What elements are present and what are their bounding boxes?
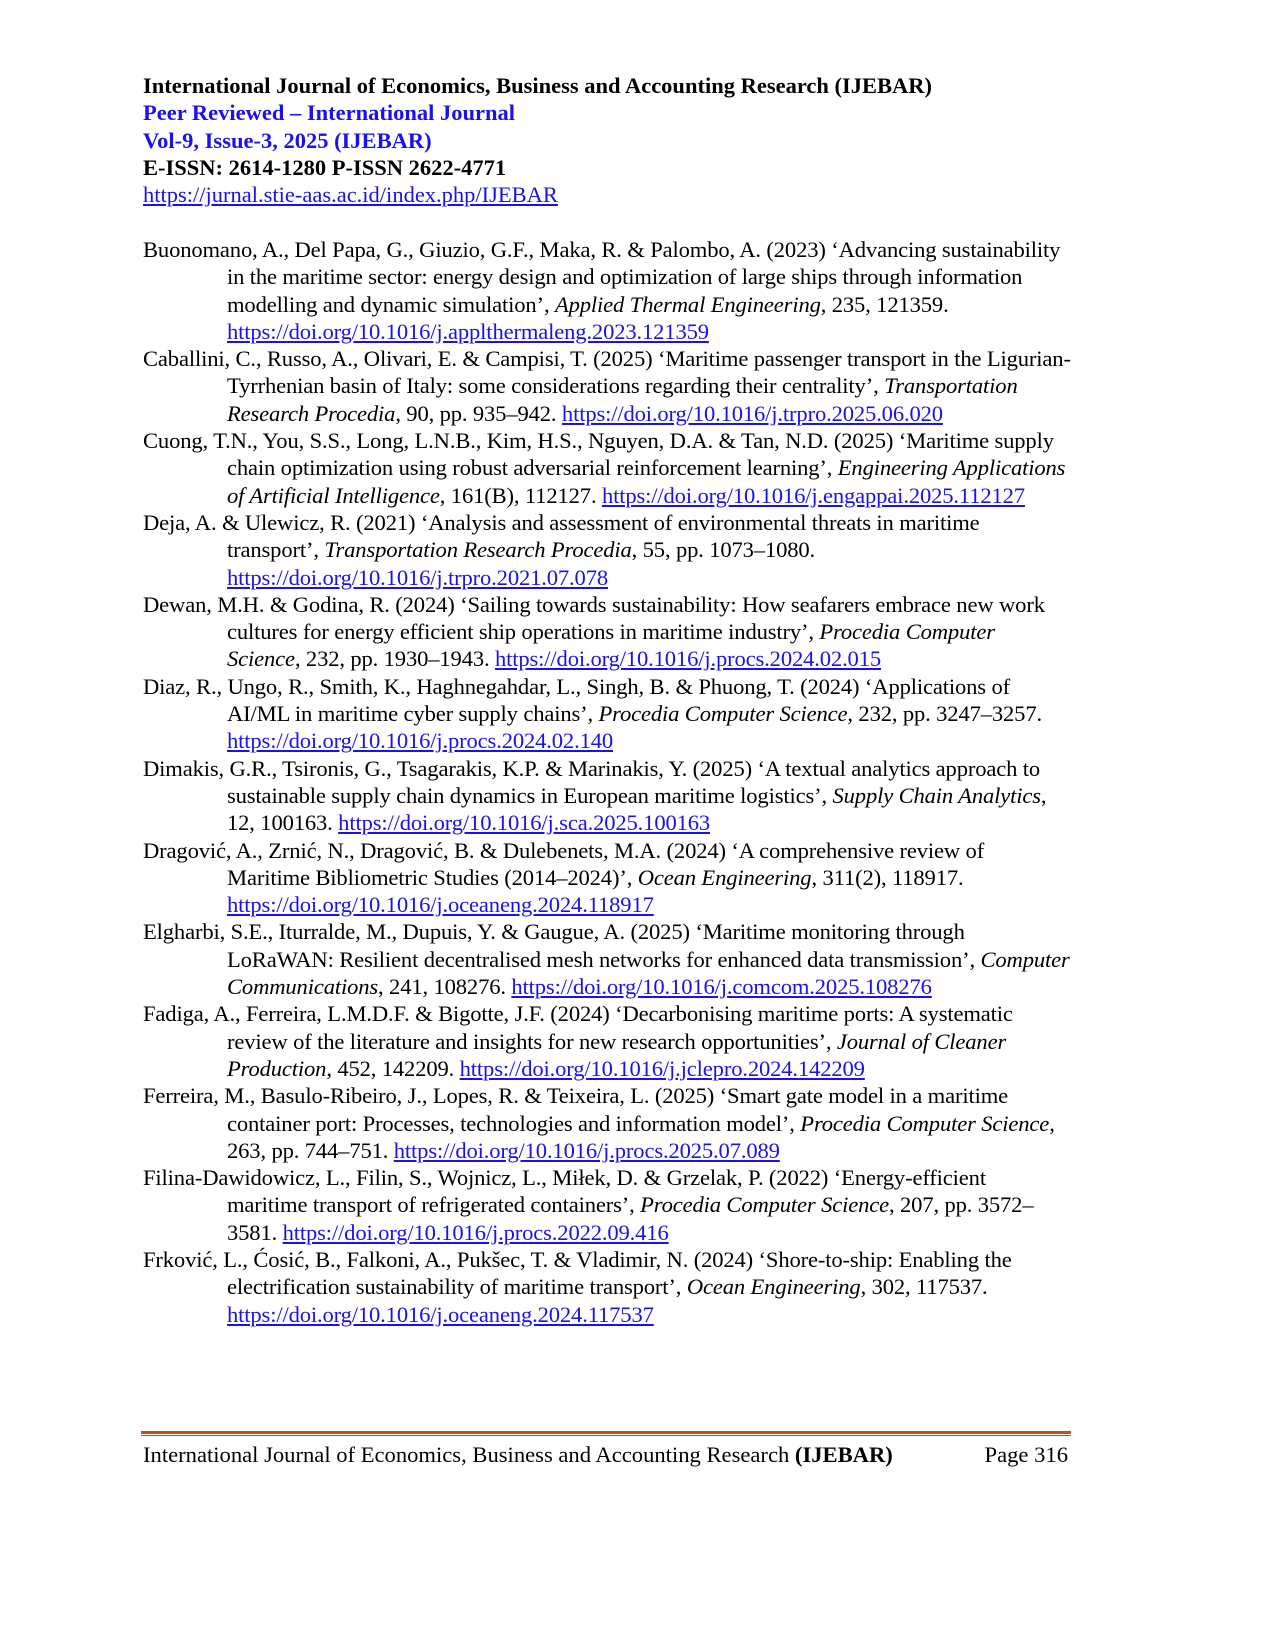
reference-doi-link[interactable]: https://doi.org/10.1016/j.trpro.2021.07.…: [227, 564, 608, 590]
reference-doi-link[interactable]: https://doi.org/10.1016/j.jclepro.2024.1…: [459, 1055, 865, 1081]
reference-item: Elgharbi, S.E., Iturralde, M., Dupuis, Y…: [143, 918, 1071, 1000]
reference-details: , 302, 117537.: [860, 1274, 988, 1300]
reference-journal: Procedia Computer Science: [227, 619, 995, 672]
reference-item: Dimakis, G.R., Tsironis, G., Tsagarakis,…: [143, 755, 1071, 837]
reference-text: Dewan, M.H. & Godina, R. (2024) ‘Sailing…: [143, 591, 1045, 645]
reference-details: , 311(2), 118917.: [811, 864, 964, 890]
reference-doi-link[interactable]: https://doi.org/10.1016/j.sca.2025.10016…: [338, 810, 711, 836]
reference-journal: Procedia Computer Science: [598, 701, 848, 727]
reference-doi-link[interactable]: https://doi.org/10.1016/j.comcom.2025.10…: [511, 974, 932, 1000]
reference-journal: Ocean Engineering: [686, 1274, 861, 1300]
reference-doi-link[interactable]: https://doi.org/10.1016/j.procs.2022.09.…: [282, 1219, 669, 1245]
reference-details: , 55, pp. 1073–1080.: [631, 537, 816, 563]
reference-text: Dragović, A., Zrnić, N., Dragović, B. & …: [143, 837, 985, 890]
footer-journal: International Journal of Economics, Busi…: [143, 1441, 893, 1469]
reference-text: Frković, L., Ćosić, B., Falkoni, A., Puk…: [143, 1246, 1012, 1300]
footer-journal-name: International Journal of Economics, Busi…: [143, 1442, 795, 1467]
journal-url-link[interactable]: https://jurnal.stie-aas.ac.id/index.php/…: [143, 182, 558, 208]
reference-item: Fadiga, A., Ferreira, L.M.D.F. & Bigotte…: [143, 1000, 1071, 1082]
reference-text: Diaz, R., Ungo, R., Smith, K., Haghnegah…: [143, 673, 1010, 727]
reference-details: , 452, 142209.: [326, 1055, 460, 1081]
footer-journal-abbr: (IJEBAR): [794, 1442, 893, 1467]
reference-journal: Transportation Research Procedia: [324, 537, 632, 563]
reference-item: Frković, L., Ćosić, B., Falkoni, A., Puk…: [143, 1246, 1071, 1328]
reference-journal: Procedia Computer Science: [640, 1192, 890, 1218]
volume-issue: Vol-9, Issue-3, 2025 (IJEBAR): [143, 127, 432, 153]
reference-list: Buonomano, A., Del Papa, G., Giuzio, G.F…: [143, 236, 1071, 1328]
reference-details: , 263, pp. 744–751.: [227, 1110, 1055, 1163]
reference-doi-link[interactable]: https://doi.org/10.1016/j.oceaneng.2024.…: [227, 1301, 654, 1327]
reference-text: Filina-Dawidowicz, L., Filin, S., Wojnic…: [143, 1165, 986, 1218]
page-footer: International Journal of Economics, Busi…: [143, 1441, 1068, 1469]
reference-text: Deja, A. & Ulewicz, R. (2021) ‘Analysis …: [143, 509, 980, 563]
reference-text: Ferreira, M., Basulo-Ribeiro, J., Lopes,…: [143, 1083, 1009, 1136]
reference-details: , 207, pp. 3572–3581.: [227, 1192, 1034, 1245]
reference-journal: Computer Communications: [227, 946, 1070, 1000]
reference-doi-link[interactable]: https://doi.org/10.1016/j.procs.2025.07.…: [393, 1137, 780, 1163]
reference-journal: Ocean Engineering: [637, 864, 812, 890]
reference-doi-link[interactable]: https://doi.org/10.1016/j.applthermaleng…: [227, 318, 709, 344]
reference-item: Cuong, T.N., You, S.S., Long, L.N.B., Ki…: [143, 427, 1071, 509]
reference-item: Caballini, C., Russo, A., Olivari, E. & …: [143, 345, 1071, 427]
reference-text: Dimakis, G.R., Tsironis, G., Tsagarakis,…: [143, 755, 1041, 808]
reference-details: , 12, 100163.: [227, 782, 1047, 836]
reference-text: Buonomano, A., Del Papa, G., Giuzio, G.F…: [143, 237, 1061, 317]
reference-doi-link[interactable]: https://doi.org/10.1016/j.procs.2024.02.…: [227, 728, 614, 754]
reference-journal: Journal of Cleaner Production: [227, 1028, 1007, 1081]
issn: E-ISSN: 2614-1280 P-ISSN 2622-4771: [143, 154, 507, 180]
reference-text: Fadiga, A., Ferreira, L.M.D.F. & Bigotte…: [143, 1001, 1013, 1054]
reference-journal: Applied Thermal Engineering: [554, 291, 821, 317]
reference-journal: Engineering Applications of Artificial I…: [227, 455, 1066, 508]
reference-doi-link[interactable]: https://doi.org/10.1016/j.trpro.2025.06.…: [561, 400, 943, 426]
reference-details: , 90, pp. 935–942.: [395, 400, 562, 426]
reference-doi-link[interactable]: https://doi.org/10.1016/j.engappai.2025.…: [601, 482, 1025, 508]
reference-item: Filina-Dawidowicz, L., Filin, S., Wojnic…: [143, 1164, 1071, 1246]
peer-reviewed-label: Peer Reviewed – International Journal: [143, 100, 516, 126]
reference-details: , 241, 108276.: [378, 974, 512, 1000]
reference-details: , 161(B), 112127.: [439, 482, 602, 508]
footer-rule-thin: [141, 1435, 1071, 1436]
reference-details: , 232, pp. 1930–1943.: [294, 646, 495, 672]
page-number: Page 316: [984, 1442, 1068, 1467]
reference-journal: Procedia Computer Science: [800, 1110, 1050, 1136]
reference-item: Buonomano, A., Del Papa, G., Giuzio, G.F…: [143, 236, 1071, 345]
reference-details: , 232, pp. 3247–3257.: [847, 701, 1042, 727]
journal-title: International Journal of Economics, Busi…: [143, 73, 933, 98]
reference-item: Ferreira, M., Basulo-Ribeiro, J., Lopes,…: [143, 1082, 1071, 1164]
reference-item: Deja, A. & Ulewicz, R. (2021) ‘Analysis …: [143, 509, 1071, 591]
reference-doi-link[interactable]: https://doi.org/10.1016/j.oceaneng.2024.…: [227, 892, 654, 918]
reference-item: Diaz, R., Ungo, R., Smith, K., Haghnegah…: [143, 673, 1071, 755]
reference-item: Dewan, M.H. & Godina, R. (2024) ‘Sailing…: [143, 591, 1071, 673]
journal-header: International Journal of Economics, Busi…: [143, 72, 932, 208]
reference-doi-link[interactable]: https://doi.org/10.1016/j.procs.2024.02.…: [494, 646, 882, 672]
reference-text: Elgharbi, S.E., Iturralde, M., Dupuis, Y…: [143, 919, 981, 972]
reference-item: Dragović, A., Zrnić, N., Dragović, B. & …: [143, 837, 1071, 919]
reference-journal: Transportation Research Procedia: [227, 373, 1018, 426]
reference-text: Caballini, C., Russo, A., Olivari, E. & …: [143, 346, 1071, 399]
reference-details: , 235, 121359.: [820, 291, 949, 317]
footer-rule: [141, 1431, 1071, 1434]
reference-text: Cuong, T.N., You, S.S., Long, L.N.B., Ki…: [143, 428, 1054, 481]
reference-journal: Supply Chain Analytics: [832, 782, 1042, 808]
